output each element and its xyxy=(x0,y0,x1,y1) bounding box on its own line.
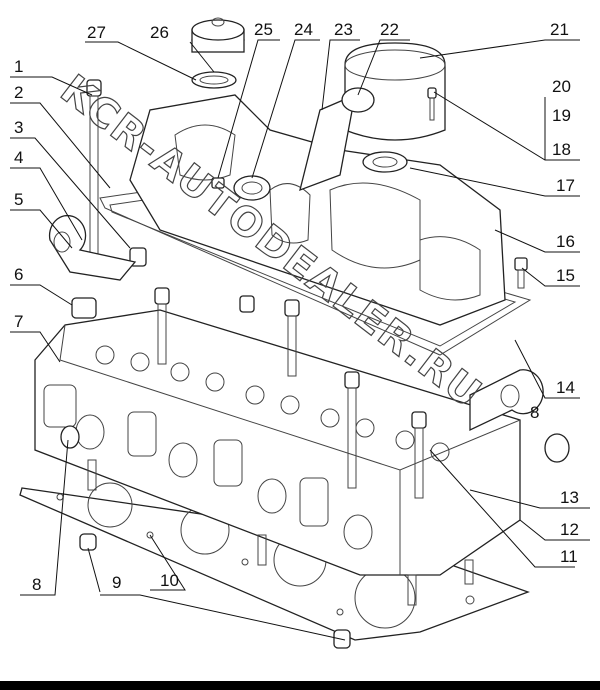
hose-clamp xyxy=(211,175,271,201)
callout-13: 13 xyxy=(560,488,579,507)
callout-2: 2 xyxy=(14,83,23,102)
callout-3: 3 xyxy=(14,118,23,137)
filler-seal-ring xyxy=(191,71,237,89)
callout-5: 5 xyxy=(14,190,23,209)
callout-1: 1 xyxy=(14,57,23,76)
callout-14: 14 xyxy=(556,378,575,397)
callout-26: 26 xyxy=(150,23,169,42)
callout-12: 12 xyxy=(560,520,579,539)
dowel-sleeve xyxy=(79,533,351,649)
oil-filler-cap xyxy=(191,17,245,53)
callout-9: 9 xyxy=(112,573,121,592)
callout-21: 21 xyxy=(550,20,569,39)
valve-cover xyxy=(129,94,506,326)
breather-housing xyxy=(344,42,446,141)
rear-lifting-eye xyxy=(469,369,544,432)
callout-4: 4 xyxy=(14,148,23,167)
callouts: 1 2 3 4 5 6 7 8 8 9 10 11 12 13 14 15 16… xyxy=(14,20,579,594)
breather-seal xyxy=(362,151,408,173)
leader-lines xyxy=(10,39,590,641)
callout-25: 25 xyxy=(254,20,273,39)
callout-20: 20 xyxy=(552,77,571,96)
plug xyxy=(60,425,570,463)
callout-8-left: 8 xyxy=(32,575,41,594)
callout-22: 22 xyxy=(380,20,399,39)
callout-19: 19 xyxy=(552,106,571,125)
callout-10: 10 xyxy=(160,571,179,590)
callout-24: 24 xyxy=(294,20,313,39)
callout-7: 7 xyxy=(14,312,23,331)
callout-15: 15 xyxy=(556,266,575,285)
callout-6: 6 xyxy=(14,265,23,284)
callout-17: 17 xyxy=(556,176,575,195)
breather-hose xyxy=(299,87,375,192)
callout-8-right: 8 xyxy=(530,403,539,422)
bottom-frame-bar xyxy=(0,681,600,690)
spacer-nut xyxy=(71,297,97,319)
callout-18: 18 xyxy=(552,140,571,159)
callout-27: 27 xyxy=(87,23,106,42)
callout-23: 23 xyxy=(334,20,353,39)
callout-11: 11 xyxy=(560,547,578,566)
callout-16: 16 xyxy=(556,232,575,251)
lifting-eye xyxy=(48,214,137,281)
